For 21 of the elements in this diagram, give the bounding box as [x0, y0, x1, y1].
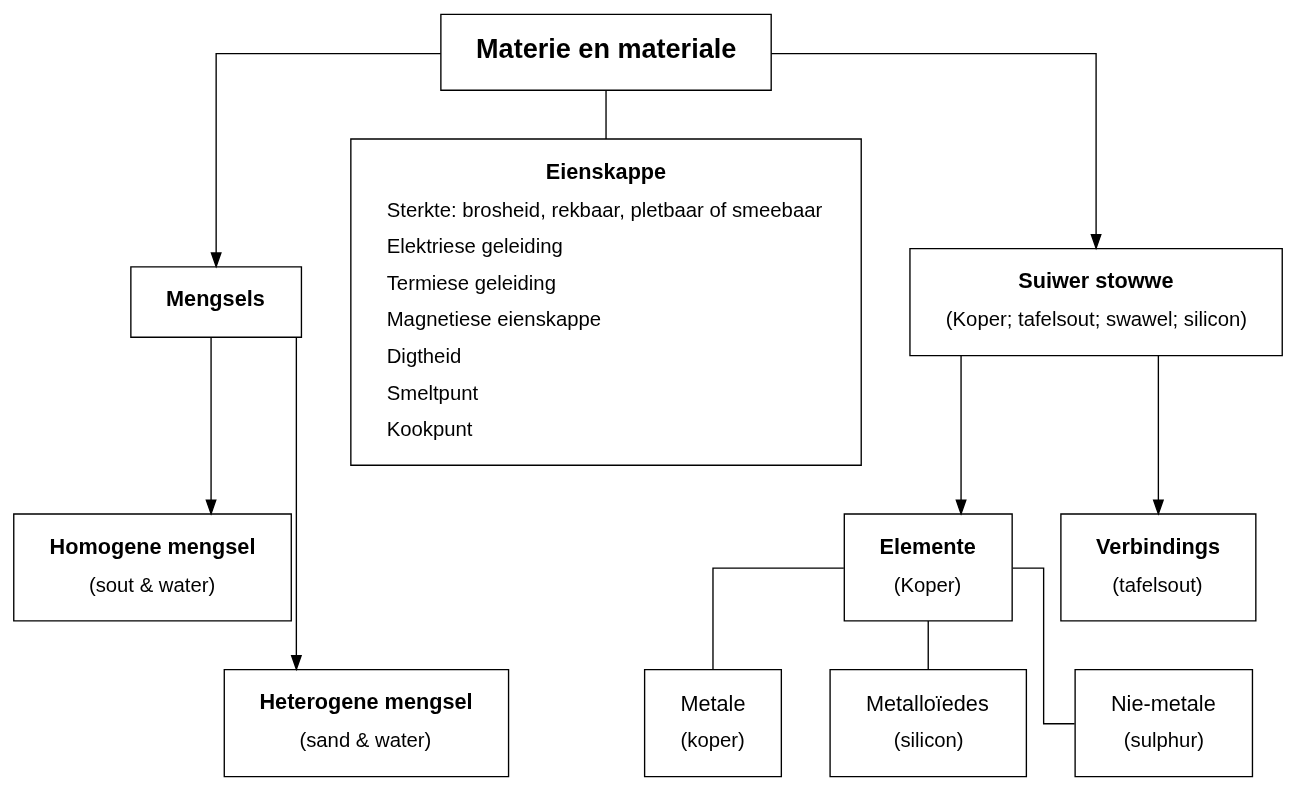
arrow — [955, 355, 967, 516]
node-box: Nie-metale (sulphur) — [1074, 668, 1254, 778]
node-box: Suiwer stowwe (Koper; tafelsout; swawel; silicon) — [909, 247, 1283, 357]
node-box: Eienskappe Sterkte: brosheid, rekbaar, pletbaar of smeebaar Elektriese geleiding Termiese geleiding Magnetiese eienskappe Digtheid Smeltpunt Kookpunt — [350, 138, 862, 466]
arrow — [210, 53, 442, 269]
arrow — [770, 53, 1102, 251]
arrow — [205, 336, 217, 516]
node-box: Materie en materiale — [440, 13, 772, 91]
node-box: Elemente (Koper) — [843, 513, 1013, 622]
connector — [1012, 567, 1076, 725]
connector — [712, 567, 845, 670]
node-box: Metalloïedes (silicon) — [829, 668, 1028, 778]
node-box: Mengsels — [130, 266, 303, 338]
node-box: Heterogene mengsel (sand & water) — [223, 668, 510, 778]
node-box: Homogene mengsel (sout & water) — [13, 513, 292, 622]
arrow — [290, 336, 303, 672]
node-box: Verbindings (tafelsout) — [1060, 513, 1257, 622]
connector — [605, 89, 607, 140]
node-box: Metale (koper) — [643, 668, 783, 778]
connector — [927, 620, 929, 671]
arrow — [1152, 355, 1165, 516]
